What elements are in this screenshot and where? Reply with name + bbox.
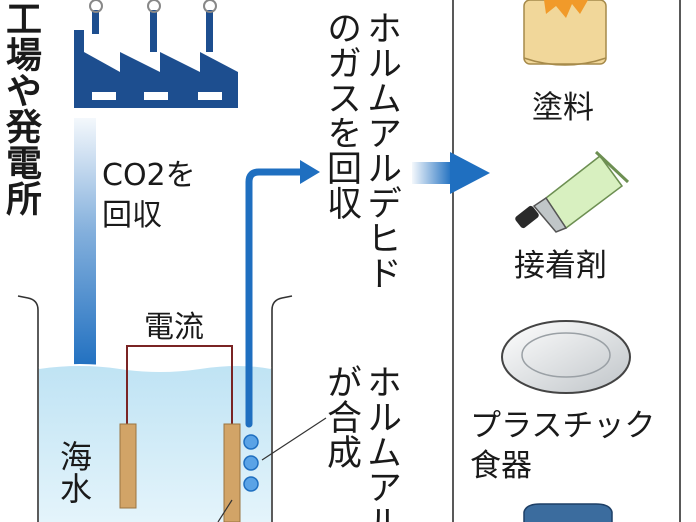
product-paint-label: 塗料 [532, 90, 594, 126]
gas-recovery-arrow [245, 160, 320, 428]
formaldehyde-gas-line2: のガスを回収 [321, 10, 361, 220]
circuit-wire [126, 345, 233, 424]
synthesis-line2: が合成 [321, 364, 361, 469]
source-label: 工場や発電所 [0, 0, 41, 216]
co2-capture-line1: CO2を [102, 158, 196, 193]
plate-icon [501, 320, 631, 394]
electrode-left [119, 423, 137, 509]
formaldehyde-gas-line1: ホルムアルデヒド [361, 10, 401, 290]
partial-product-icon [523, 503, 613, 522]
electrode-right [223, 423, 241, 522]
paint-can-icon [523, 0, 607, 66]
product-plate-label-line1: プラスチック [470, 408, 656, 444]
seawater [39, 365, 271, 522]
synthesis-pointer [261, 417, 327, 461]
factory-icon [74, 0, 238, 108]
glue-tube-icon [515, 150, 630, 233]
tank [17, 295, 293, 522]
co2-capture-line2: 回収 [102, 198, 162, 233]
seawater-label: 海水 [55, 440, 93, 504]
product-glue-label: 接着剤 [514, 248, 607, 284]
gas-bubbles [243, 434, 259, 492]
product-plate-label-line2: 食器 [470, 448, 532, 484]
to-products-arrow [412, 152, 490, 194]
electrode-pointer [217, 499, 233, 522]
current-label: 電流 [144, 310, 204, 345]
synthesis-line1: ホルムアル [361, 364, 401, 522]
